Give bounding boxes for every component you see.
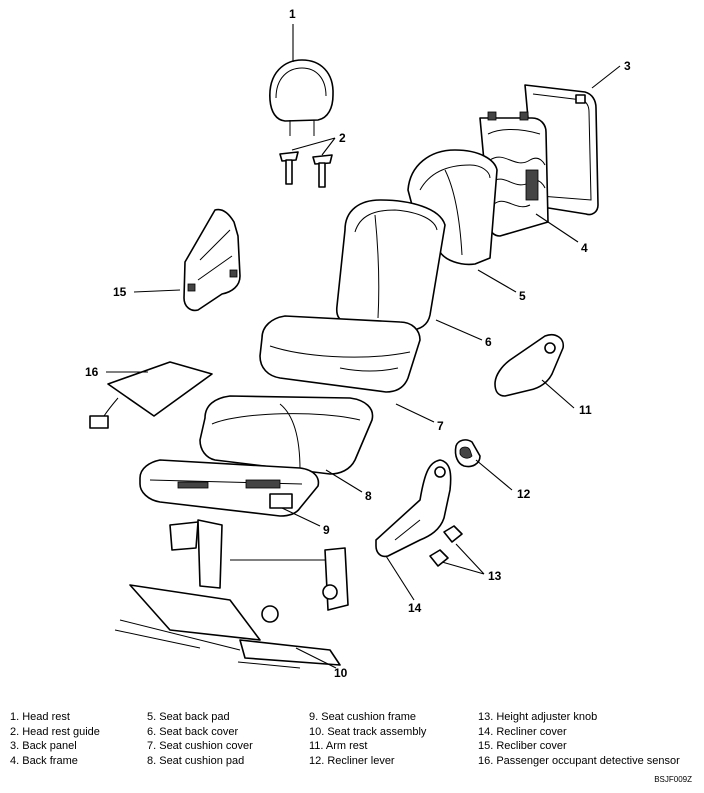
figure-code: BSJF009Z xyxy=(654,775,692,784)
legend-item: 2. Head rest guide xyxy=(10,725,100,738)
seat-exploded-diagram: 1 2 3 4 5 6 7 8 9 10 11 12 13 14 15 16 xyxy=(85,7,631,680)
callout-8: 8 xyxy=(365,489,372,503)
head-rest-guide xyxy=(279,151,333,188)
legend-item: 8. Seat cushion pad xyxy=(147,754,245,767)
seat-back-cover xyxy=(335,199,446,331)
legend-item: 10. Seat track assembly xyxy=(309,725,427,738)
callout-14: 14 xyxy=(408,601,422,615)
legend-item: 9. Seat cushion frame xyxy=(309,711,417,723)
callout-4: 4 xyxy=(581,241,588,255)
legend-item: 12. Recliner lever xyxy=(309,754,395,767)
legend-item: 16. Passenger occupant detective sensor xyxy=(478,754,680,767)
legend-column-4: 13. Height adjuster knob 14. Recliner co… xyxy=(478,710,680,768)
callout-16: 16 xyxy=(85,365,99,379)
legend-item: 7. Seat cushion cover xyxy=(147,740,253,753)
recliner-cover xyxy=(375,459,452,558)
back-frame xyxy=(479,111,549,237)
callout-labels: 1 2 3 4 5 6 7 8 9 10 11 12 13 14 15 16 xyxy=(85,7,631,680)
callout-11: 11 xyxy=(579,403,592,417)
callout-12: 12 xyxy=(517,487,531,501)
legend-item: 6. Seat back cover xyxy=(147,725,239,738)
recliber-cover xyxy=(183,208,241,312)
legend-item: 5. Seat back pad xyxy=(147,711,230,723)
leader-lines xyxy=(106,24,621,669)
seat-track-assembly xyxy=(114,519,349,669)
legend-item: 11. Arm rest xyxy=(309,740,368,753)
seat-cushion-cover xyxy=(259,315,421,393)
callout-5: 5 xyxy=(519,289,526,303)
callout-6: 6 xyxy=(485,335,492,349)
legend-item: 15. Recliber cover xyxy=(478,740,567,753)
callout-1: 1 xyxy=(289,7,296,21)
legend-column-1: 1. Head rest 2. Head rest guide 3. Back … xyxy=(10,710,100,768)
legend-item: 1. Head rest xyxy=(10,711,70,723)
legend-item: 4. Back frame xyxy=(10,754,78,767)
height-adjuster-knob xyxy=(429,525,463,567)
callout-10: 10 xyxy=(334,666,348,680)
callout-3: 3 xyxy=(624,59,631,73)
legend-column-2: 5. Seat back pad 6. Seat back cover 7. S… xyxy=(147,710,253,768)
head-rest xyxy=(269,59,334,136)
arm-rest xyxy=(494,333,565,397)
callout-15: 15 xyxy=(113,285,127,299)
callout-13: 13 xyxy=(488,569,502,583)
legend-item: 13. Height adjuster knob xyxy=(478,711,598,723)
seat-cushion-frame xyxy=(139,459,320,517)
callout-9: 9 xyxy=(323,523,330,537)
seat-cushion-pad xyxy=(199,395,374,475)
legend-item: 3. Back panel xyxy=(10,740,77,753)
callout-2: 2 xyxy=(339,131,346,145)
legend-column-3: 9. Seat cushion frame 10. Seat track ass… xyxy=(309,710,426,768)
legend-item: 14. Recliner cover xyxy=(478,725,567,738)
recliner-lever xyxy=(454,439,481,468)
callout-7: 7 xyxy=(437,419,444,433)
occupant-sensor xyxy=(89,361,213,429)
